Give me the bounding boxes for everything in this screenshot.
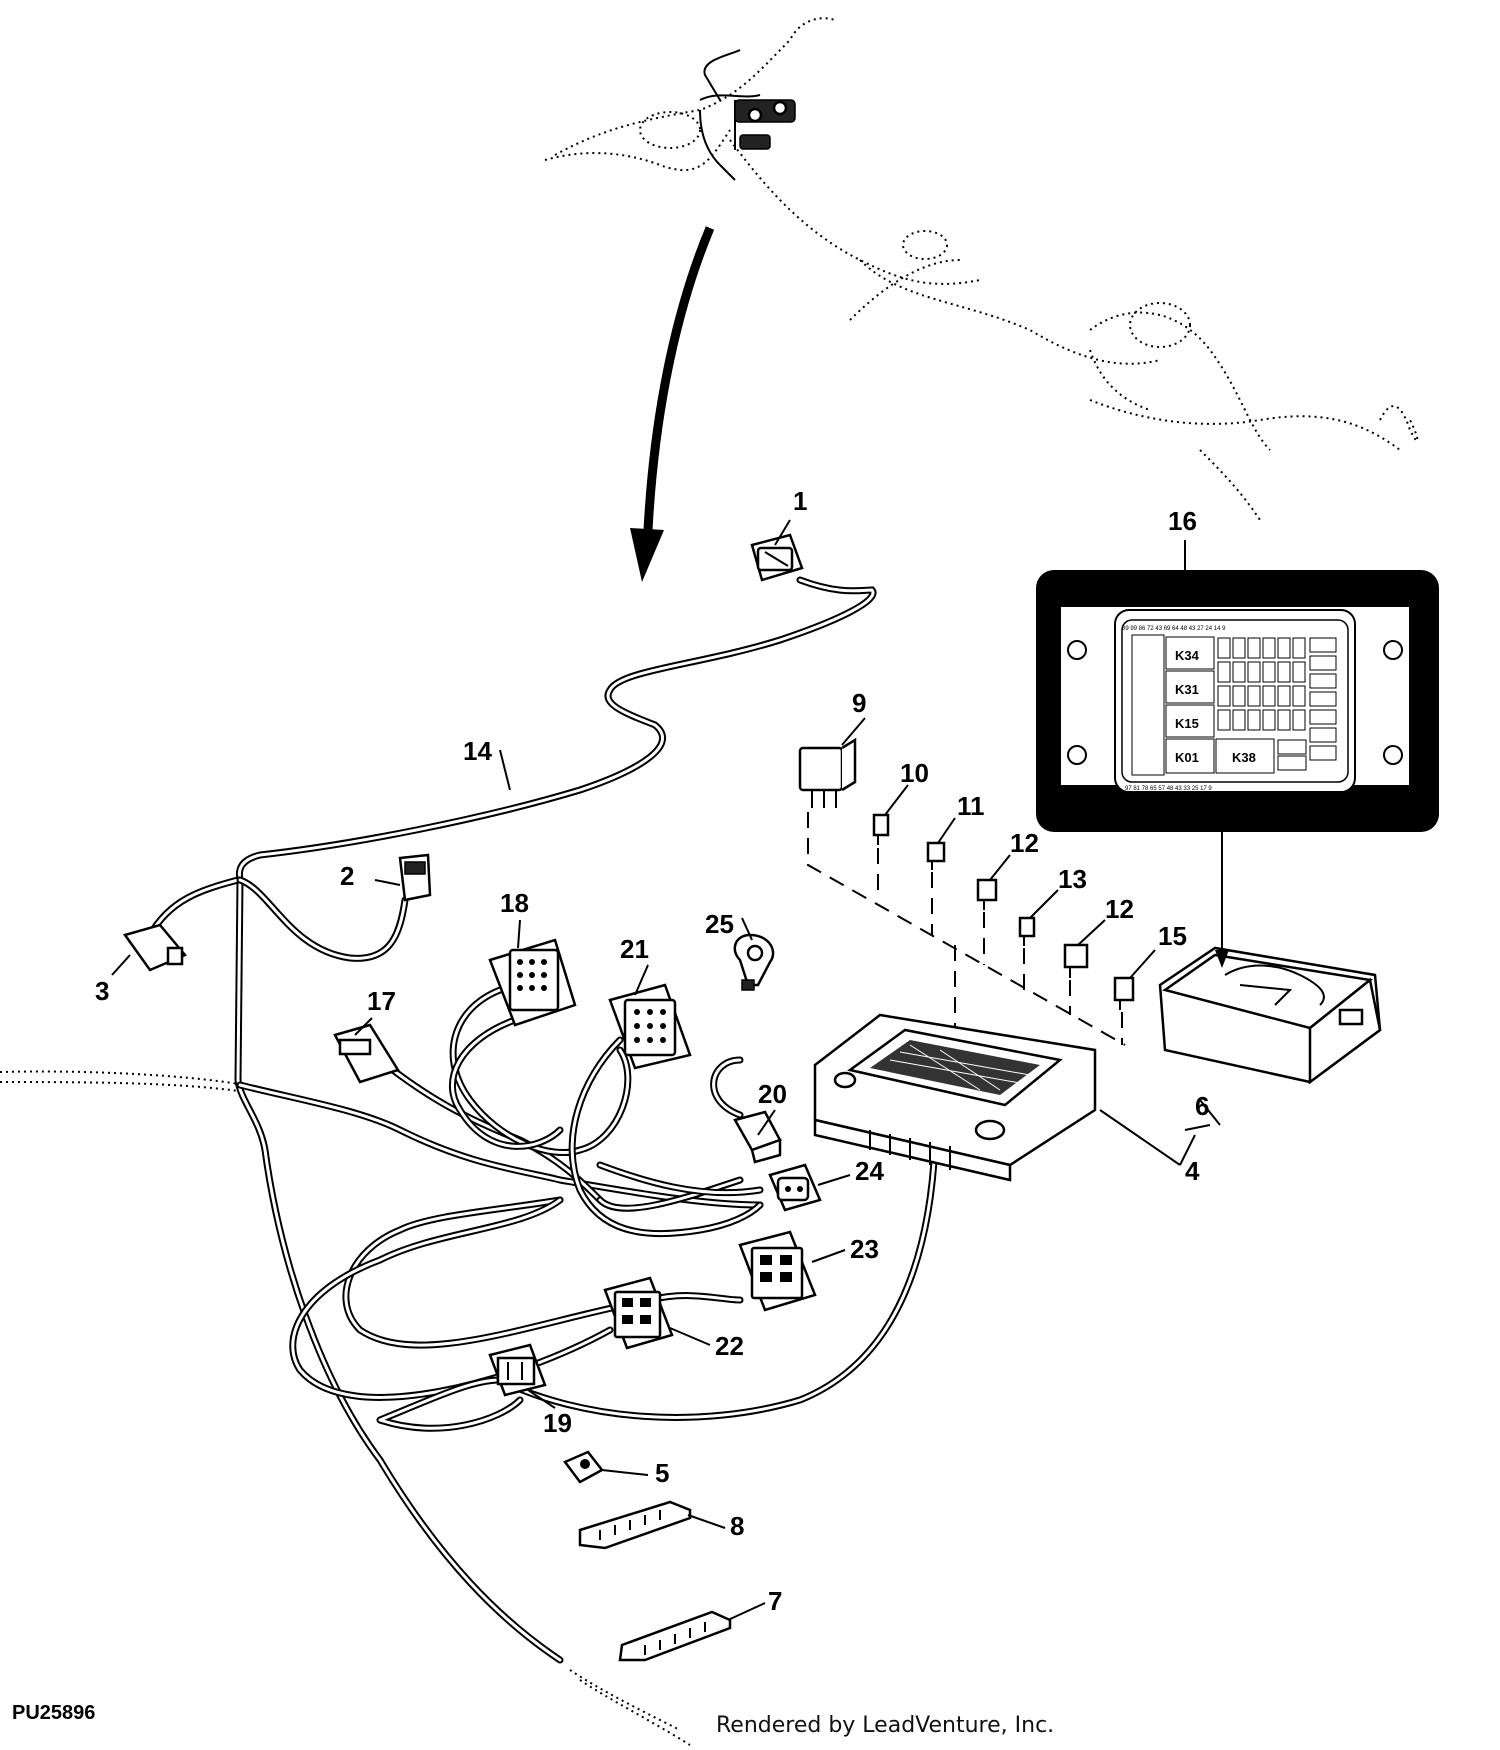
fuse-13[interactable] <box>1018 916 1036 946</box>
callout-12b: 12 <box>1105 894 1134 924</box>
direction-arrow <box>630 226 715 582</box>
inset-relay-k31: K31 <box>1175 682 1199 697</box>
callouts: 1 2 3 4 5 6 7 8 9 10 11 12 13 12 15 16 1… <box>95 486 1209 1616</box>
fuse-10[interactable] <box>872 813 890 845</box>
callout-8: 8 <box>730 1511 744 1541</box>
callout-4: 4 <box>1185 1156 1200 1186</box>
connector-18[interactable] <box>488 938 577 1027</box>
connector-21[interactable] <box>608 983 692 1070</box>
callout-20: 20 <box>758 1079 787 1109</box>
connector-25[interactable] <box>733 933 775 991</box>
callout-15: 15 <box>1158 921 1187 951</box>
callout-1: 1 <box>793 486 807 516</box>
connector-17[interactable] <box>333 1023 400 1084</box>
upper-harness-cluster <box>699 49 796 181</box>
connector-3[interactable] <box>122 923 188 972</box>
connector-22[interactable] <box>603 1276 674 1350</box>
connector-23[interactable] <box>738 1230 817 1312</box>
inset-pointer <box>1215 832 1229 968</box>
inset-relay-k34: K34 <box>1175 648 1200 663</box>
callout-22: 22 <box>715 1331 744 1361</box>
fuse-12b[interactable] <box>1063 943 1089 978</box>
fuse-11[interactable] <box>926 841 946 870</box>
strip-7[interactable] <box>618 1610 732 1662</box>
callout-23: 23 <box>850 1234 879 1264</box>
callout-25: 25 <box>705 909 734 939</box>
fuse-box-4[interactable] <box>813 1013 1097 1182</box>
inset-relay-k38: K38 <box>1232 750 1256 765</box>
callout-18: 18 <box>500 888 529 918</box>
callout-13: 13 <box>1058 864 1087 894</box>
fuse-12a[interactable] <box>976 878 998 910</box>
render-credit: Rendered by LeadVenture, Inc. <box>716 1713 1055 1738</box>
svg-text:97 81 78 65 57 48 43 33 25 17: 97 81 78 65 57 48 43 33 25 17 9 <box>1125 786 1212 792</box>
callout-12a: 12 <box>1010 828 1039 858</box>
leader-lines <box>111 519 1221 1621</box>
callout-6: 6 <box>1195 1091 1209 1121</box>
clip-5[interactable] <box>563 1450 604 1484</box>
callout-14: 14 <box>463 736 492 766</box>
vehicle-outline <box>0 17 1419 1746</box>
callout-2: 2 <box>340 861 354 891</box>
inset-fuse-grid <box>1217 637 1337 771</box>
diagram-id: PU25896 <box>12 1702 96 1724</box>
connector-2[interactable] <box>398 853 432 902</box>
cover-6[interactable] <box>1158 946 1382 1085</box>
callout-17: 17 <box>367 986 396 1016</box>
callout-9: 9 <box>852 688 866 718</box>
inset-relay-k01: K01 <box>1175 750 1199 765</box>
assembly-dash-lines <box>807 812 1126 1046</box>
relay-9[interactable] <box>798 737 857 808</box>
connector-24[interactable] <box>768 1163 822 1212</box>
fuse-15[interactable] <box>1113 976 1135 1010</box>
callout-21: 21 <box>620 934 649 964</box>
connector-20[interactable] <box>733 1110 782 1164</box>
wire-harness <box>146 576 939 1664</box>
connector-19[interactable] <box>488 1343 547 1397</box>
callout-10: 10 <box>900 758 929 788</box>
callout-3: 3 <box>95 976 109 1006</box>
callout-11: 11 <box>957 791 985 821</box>
inset-relay-k15: K15 <box>1175 716 1199 731</box>
svg-text:UC14090: UC14090 <box>1355 806 1381 812</box>
svg-text:89 99 86 72 43 69 64 48 43 27: 89 99 86 72 43 69 64 48 43 27 24 14 9 <box>1122 626 1226 632</box>
callout-5: 5 <box>655 1458 669 1488</box>
callout-16: 16 <box>1168 506 1197 536</box>
callout-7: 7 <box>768 1586 782 1616</box>
callout-19: 19 <box>543 1408 572 1438</box>
fuse-box-inset-16: 89 99 86 72 43 69 64 48 43 27 24 14 9 97… <box>1036 570 1439 832</box>
connector-1[interactable] <box>750 533 804 582</box>
callout-24: 24 <box>855 1156 884 1186</box>
strip-8[interactable] <box>578 1500 692 1550</box>
